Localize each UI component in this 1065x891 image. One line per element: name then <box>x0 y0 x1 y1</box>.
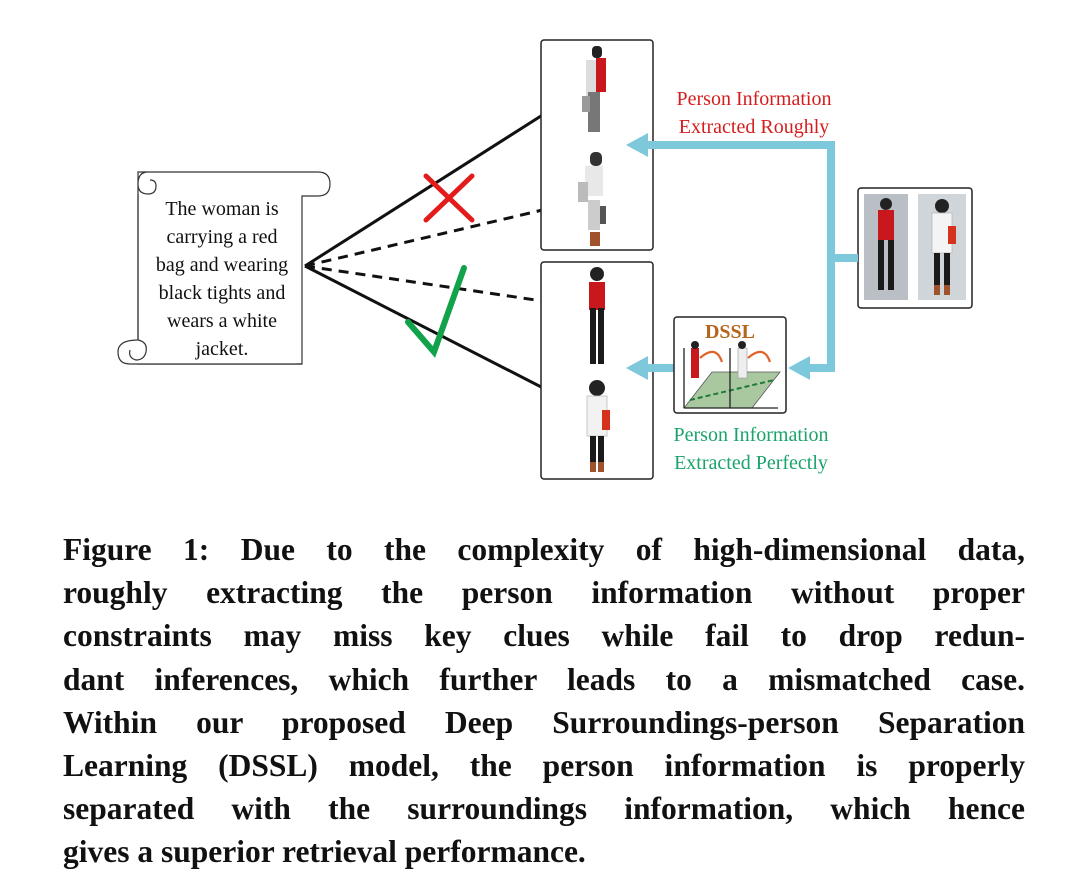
rough-label-line: Person Information <box>677 88 832 110</box>
perfect-label: Person Information Extracted Perfectly <box>674 424 829 474</box>
query-line: The woman is <box>165 198 279 220</box>
match-line-solid-top <box>304 86 586 268</box>
query-line: carrying a red <box>166 226 277 248</box>
query-line: wears a white <box>167 310 277 332</box>
figure-diagram: The woman is carrying a red bag and wear… <box>117 39 973 480</box>
caption-line: dant inferences, which further leads to … <box>63 661 1025 697</box>
caption-line: gives a superior retrieval performance. <box>63 834 586 870</box>
rough-label: Person Information Extracted Roughly <box>677 88 832 138</box>
figure-caption: Figure 1: Due to the complexity of high-… <box>63 528 1025 874</box>
rough-label-line: Extracted Roughly <box>679 116 830 138</box>
check-icon <box>405 265 467 358</box>
arrowhead-rough <box>626 133 648 157</box>
perfect-label-line: Person Information <box>674 424 829 446</box>
query-line: black tights and <box>159 282 286 304</box>
caption-line: separated with the surroundings informat… <box>63 791 1025 827</box>
query-scroll <box>117 171 331 365</box>
caption-line: constraints may miss key clues while fai… <box>63 618 1025 654</box>
arrowhead-dssl <box>788 356 810 380</box>
flow-arrows <box>645 141 858 372</box>
arrow-to-rough <box>645 141 858 262</box>
caption-line: roughly extracting the person informatio… <box>63 575 1025 611</box>
match-line-dashed-top <box>304 198 586 268</box>
caption-line: Figure 1: Due to the complexity of high-… <box>63 532 1025 567</box>
person-figure-rough-2 <box>578 152 606 246</box>
person-figure-perfect-1 <box>589 267 605 364</box>
caption-line: Learning (DSSL) model, the person inform… <box>63 748 1025 784</box>
dssl-illustration <box>683 341 781 409</box>
person-figure-perfect-2 <box>586 380 610 472</box>
perfect-label-line: Extracted Perfectly <box>674 452 828 474</box>
cross-icon <box>423 173 475 223</box>
query-line: bag and wearing <box>156 254 288 276</box>
caption-line: Within our proposed Deep Surroundings-pe… <box>63 704 1025 740</box>
dssl-label: DSSL <box>705 321 755 343</box>
arrowhead-perfect <box>626 356 648 380</box>
query-line: jacket. <box>195 338 249 360</box>
query-text: The woman is carrying a red bag and wear… <box>156 198 288 360</box>
person-figure-rough-1 <box>582 46 606 132</box>
arrow-to-dssl <box>805 258 835 372</box>
